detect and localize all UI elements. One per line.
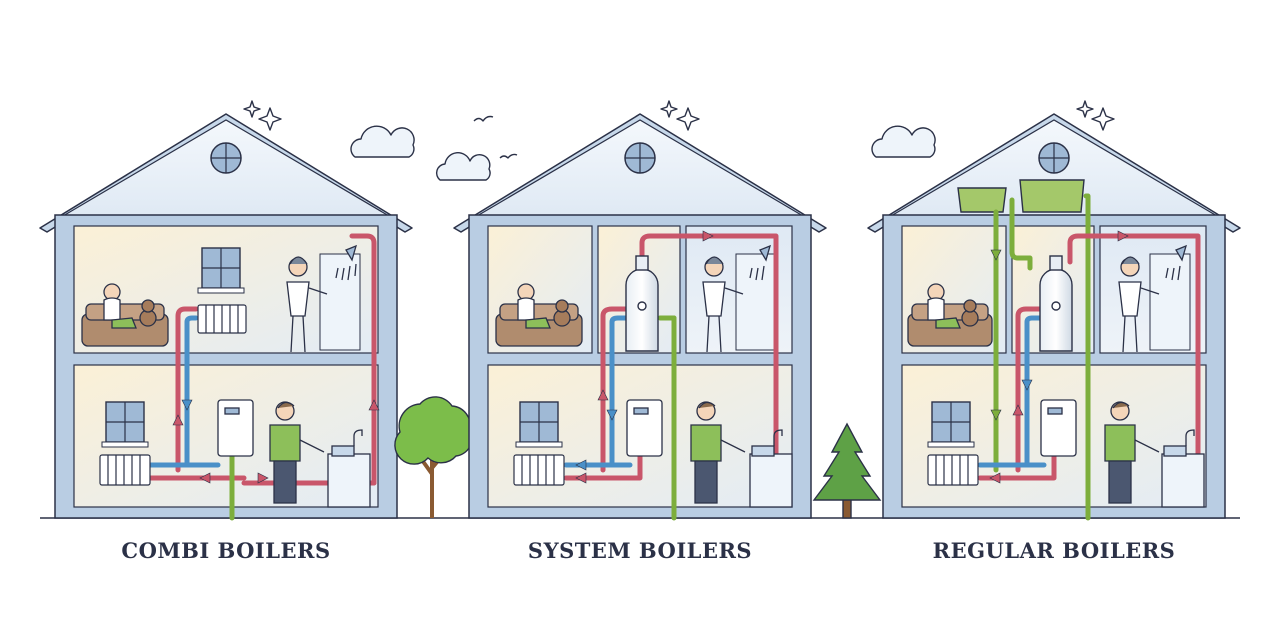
roof [867,113,1241,233]
shower-cubicle [1149,253,1191,351]
label-combi-boilers: COMBI BOILERS [121,538,331,563]
window-icon [515,401,563,448]
person-shower [1118,256,1160,353]
label-regular-boilers: REGULAR BOILERS [932,538,1176,563]
tank-icon [957,179,1085,213]
sparkle-icon [258,107,282,131]
cylinder-icon [625,255,659,352]
bird-icon [499,153,518,159]
bird-icon [473,115,494,122]
house-system [453,113,827,521]
window-icon [927,401,975,448]
sofa-icon [495,283,583,347]
sink-icon [327,429,371,508]
flow-arrows [172,399,380,484]
shower-cubicle [319,253,361,351]
pipes [563,233,779,521]
sparkle-icon [1076,100,1094,118]
shower-icon [1165,244,1187,281]
sofa-icon [81,283,169,347]
pine-tree-icon [812,422,882,519]
sink-icon [1161,429,1205,508]
person-shower [702,256,744,353]
boiler-icon [626,399,663,457]
shower-icon [335,244,357,281]
flow-arrows [575,230,714,484]
radiator-icon [513,454,565,486]
sparkle-icon [1091,107,1115,131]
roof [453,113,827,233]
shower-icon [749,244,771,281]
radiator-icon [197,304,247,334]
boiler-icon [217,399,254,457]
sparkle-icon [676,107,700,131]
roof [39,113,413,233]
sky-decorations [243,100,1115,181]
flow-arrows [989,230,1129,484]
person-cooking [1104,401,1160,504]
person-cooking [269,401,325,504]
cloud-icon [350,125,415,158]
house-regular [867,113,1241,521]
cylinder-icon [1039,255,1073,352]
sparkle-icon [660,100,678,118]
person-cooking [690,401,746,504]
shower-cubicle [735,253,777,351]
house-combi [39,113,413,521]
tree-icon [394,396,473,518]
window-icon [197,247,245,294]
cloud-icon [871,125,936,158]
sink-icon [749,429,793,508]
person-shower [286,256,328,353]
radiator-icon [99,454,151,486]
radiator-icon [927,454,979,486]
sofa-icon [907,283,993,347]
window-icon [101,401,149,448]
sparkle-icon [243,100,261,118]
cloud-icon [435,152,491,181]
boiler-icon [1040,399,1077,457]
label-system-boilers: SYSTEM BOILERS [527,538,753,563]
